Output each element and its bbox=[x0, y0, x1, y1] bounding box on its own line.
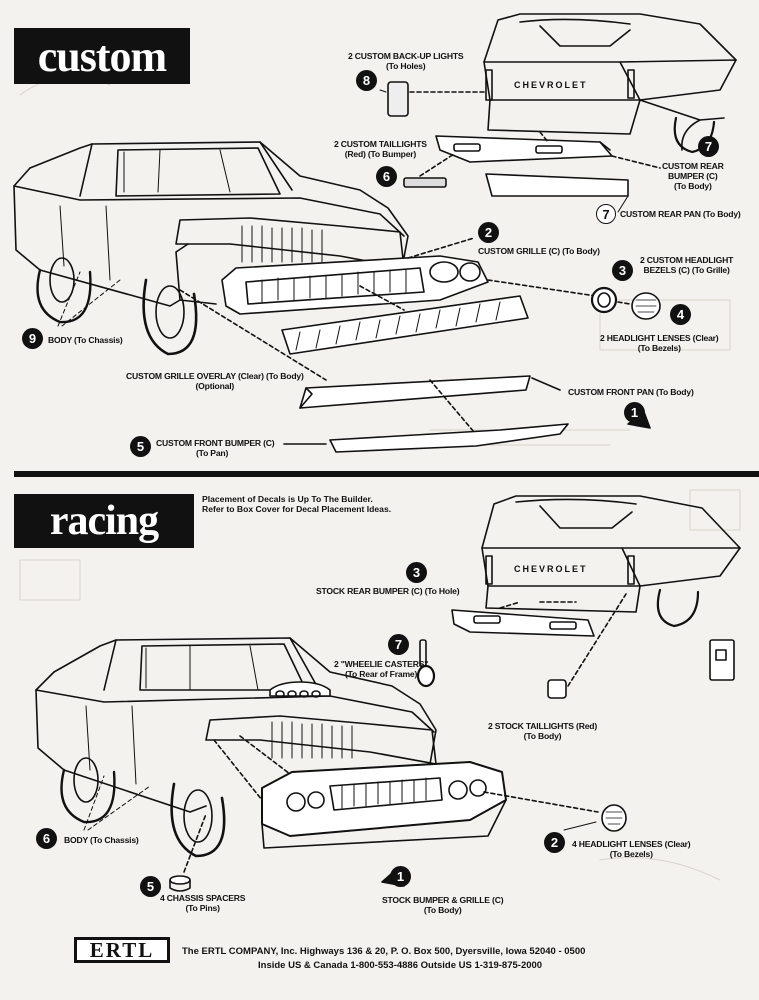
racing-step-5-badge: 5 bbox=[140, 876, 161, 897]
custom-grille-label: CUSTOM GRILLE (C) (To Body) bbox=[478, 246, 600, 256]
custom-step-5-badge: 5 bbox=[130, 436, 151, 457]
custom-main-truck-drawing bbox=[14, 142, 408, 354]
custom-grille-overlay-label: CUSTOM GRILLE OVERLAY (Clear) (To Body) … bbox=[126, 371, 304, 391]
racing-rear-bumper-part bbox=[452, 602, 594, 636]
racing-title-text: racing bbox=[49, 498, 159, 544]
custom-step-7-badge: 7 bbox=[698, 136, 719, 157]
custom-step-3-badge: 3 bbox=[612, 260, 633, 281]
custom-grille-overlay-part bbox=[180, 286, 528, 380]
custom-rear-pan-part bbox=[486, 174, 628, 196]
custom-headlight-lens-part bbox=[618, 293, 660, 319]
custom-step-7-outline-badge: 7 bbox=[596, 204, 616, 224]
racing-headlight-lenses-label: 4 HEADLIGHT LENSES (Clear) (To Bezels) bbox=[572, 839, 691, 859]
custom-step-2-badge: 2 bbox=[478, 222, 499, 243]
racing-tailgate-lettering: CHEVROLET bbox=[514, 564, 588, 574]
custom-tailgate-lettering: CHEVROLET bbox=[514, 80, 588, 90]
custom-leader-lines bbox=[58, 90, 628, 326]
racing-leader-lines bbox=[84, 776, 596, 830]
racing-headlight-lens-part bbox=[602, 805, 626, 831]
custom-front-bumper-part bbox=[284, 424, 568, 452]
racing-rear-bumper-label: STOCK REAR BUMPER (C) (To Hole) bbox=[316, 586, 460, 596]
custom-step-8-badge: 8 bbox=[356, 70, 377, 91]
custom-step-6-badge: 6 bbox=[376, 166, 397, 187]
custom-rear-truck-drawing bbox=[484, 14, 736, 152]
racing-step-2-badge: 2 bbox=[544, 832, 565, 853]
custom-backup-lights-label: 2 CUSTOM BACK-UP LIGHTS (To Holes) bbox=[348, 51, 464, 71]
racing-bumper-grille-label: STOCK BUMPER & GRILLE (C) (To Body) bbox=[382, 895, 504, 915]
custom-grille-part bbox=[222, 238, 596, 314]
custom-step-4-badge: 4 bbox=[670, 304, 691, 325]
footer-phone: Inside US & Canada 1-800-553-4886 Outsid… bbox=[258, 960, 543, 971]
custom-headlight-lenses-label: 2 HEADLIGHT LENSES (Clear) (To Bezels) bbox=[600, 333, 719, 353]
racing-step-7-badge: 7 bbox=[388, 634, 409, 655]
custom-rear-pan-label: CUSTOM REAR PAN (To Body) bbox=[620, 209, 741, 219]
custom-taillights-label: 2 CUSTOM TAILLIGHTS (Red) (To Bumper) bbox=[334, 139, 427, 159]
racing-body-label: BODY (To Chassis) bbox=[64, 835, 139, 845]
custom-title-text: custom bbox=[37, 31, 167, 81]
racing-stock-bumper-grille-part bbox=[214, 736, 598, 848]
racing-decal-box bbox=[710, 640, 734, 680]
ertl-logo: ERTL bbox=[74, 937, 170, 963]
custom-backup-light-part bbox=[388, 82, 486, 116]
racing-main-truck-drawing bbox=[36, 638, 436, 856]
custom-headlight-bezels-label: 2 CUSTOM HEADLIGHT BEZELS (C) (To Grille… bbox=[640, 255, 734, 275]
footer-address: The ERTL COMPANY, Inc. Highways 136 & 20… bbox=[182, 946, 586, 957]
custom-section-title: custom bbox=[14, 28, 190, 84]
racing-chassis-spacers-label: 4 CHASSIS SPACERS (To Pins) bbox=[160, 893, 246, 913]
racing-step-1-badge: 1 bbox=[390, 866, 411, 887]
racing-taillights-label: 2 STOCK TAILLIGHTS (Red) (To Body) bbox=[488, 721, 597, 741]
custom-rear-bumper-part bbox=[436, 132, 660, 168]
custom-headlight-bezel-part bbox=[592, 288, 616, 312]
custom-rear-bumper-label: CUSTOM REAR BUMPER (C) (To Body) bbox=[662, 161, 724, 191]
racing-wheelie-casters-label: 2 "WHEELIE CASTERS" (To Rear of Frame) bbox=[334, 659, 429, 679]
racing-taillight-part bbox=[548, 594, 626, 698]
racing-step-6-badge: 6 bbox=[36, 828, 57, 849]
custom-step-1-badge: 1 bbox=[624, 402, 645, 423]
racing-wheelie-caster-part bbox=[418, 640, 434, 686]
custom-front-pan-part bbox=[300, 376, 560, 432]
custom-body-label: BODY (To Chassis) bbox=[48, 335, 123, 345]
racing-rear-truck-drawing bbox=[482, 496, 740, 626]
racing-step-3-badge: 3 bbox=[406, 562, 427, 583]
background-ghost-print bbox=[20, 77, 740, 880]
racing-chassis-spacer-part bbox=[170, 814, 206, 891]
custom-front-pan-label: CUSTOM FRONT PAN (To Body) bbox=[568, 387, 694, 397]
custom-front-bumper-label: CUSTOM FRONT BUMPER (C) (To Pan) bbox=[156, 438, 275, 458]
racing-section-title: racing bbox=[14, 494, 194, 548]
racing-decal-note: Placement of Decals is Up To The Builder… bbox=[202, 494, 392, 515]
custom-step-9-badge: 9 bbox=[22, 328, 43, 349]
section-divider bbox=[14, 471, 759, 477]
custom-taillight-part bbox=[404, 154, 454, 187]
